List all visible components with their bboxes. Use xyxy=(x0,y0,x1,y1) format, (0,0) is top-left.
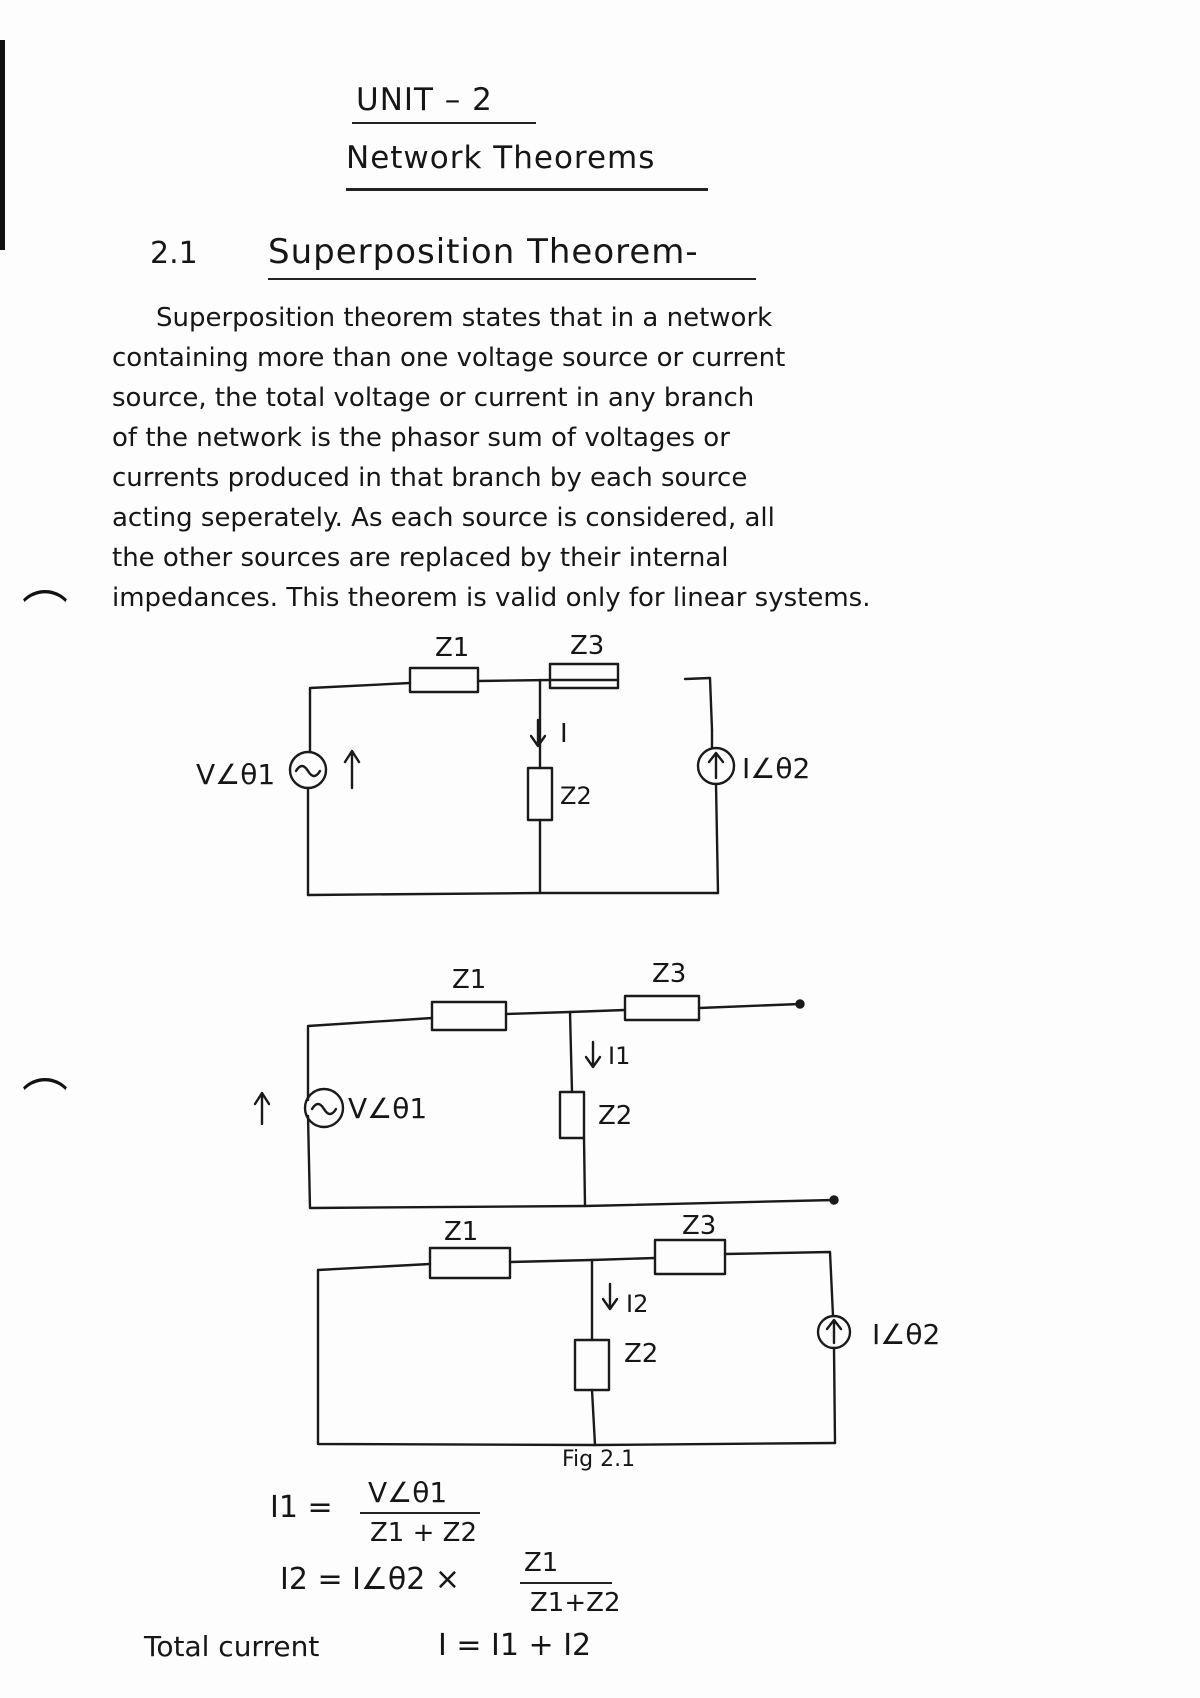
resistor-z3 xyxy=(623,994,701,1022)
wire xyxy=(504,1008,627,1016)
wire xyxy=(316,1268,837,1447)
i2-lhs: I2 = I∠θ2 × xyxy=(280,1562,460,1597)
voltage-direction-arrow-icon xyxy=(343,749,361,790)
terminal-node xyxy=(795,999,805,1009)
paragraph-line: currents produced in that branch by each… xyxy=(112,463,748,493)
i1-denominator: Z1 + Z2 xyxy=(370,1518,478,1548)
figure-caption: Fig 2.1 xyxy=(562,1447,635,1472)
label-z3: Z3 xyxy=(570,631,604,661)
unit-title: UNIT – 2 xyxy=(356,82,493,118)
label-current-source: I∠θ2 xyxy=(872,1318,940,1351)
section-number: 2.1 xyxy=(150,236,198,271)
current-arrow-icon xyxy=(529,718,547,748)
i1-numerator: V∠θ1 xyxy=(368,1476,448,1509)
i2-denominator: Z1+Z2 xyxy=(530,1588,621,1618)
total-current-label: Total current xyxy=(144,1630,320,1663)
label-current: I xyxy=(560,719,568,749)
wire xyxy=(306,1016,434,1102)
chapter-title: Network Theorems xyxy=(346,140,656,176)
wire xyxy=(683,676,714,732)
current-source-arrow-icon xyxy=(707,751,725,780)
resistor-z1 xyxy=(428,1246,512,1280)
resistor-z2 xyxy=(573,1338,611,1392)
punch-hole-mark: ⌒ xyxy=(22,586,68,640)
label-voltage-source: V∠θ1 xyxy=(348,1092,427,1125)
label-current: I2 xyxy=(626,1290,648,1318)
circuit-1 xyxy=(288,662,736,897)
wire xyxy=(590,1388,597,1447)
wire xyxy=(306,1114,836,1210)
voltage-direction-arrow-icon xyxy=(253,1091,271,1126)
section-title: Superposition Theorem- xyxy=(268,232,699,272)
page-binding-edge xyxy=(0,40,5,250)
chapter-title-underline xyxy=(346,188,708,191)
paragraph-line: source, the total voltage or current in … xyxy=(112,383,755,413)
voltage-source-symbol xyxy=(303,1087,345,1129)
wire xyxy=(723,1250,835,1318)
wire xyxy=(582,1136,587,1208)
resistor-z2 xyxy=(526,766,554,822)
current-arrow-icon xyxy=(601,1282,619,1311)
paragraph-line: the other sources are replaced by their … xyxy=(112,543,729,573)
resistor-z3 xyxy=(653,1238,727,1276)
resistor-z2 xyxy=(558,1090,586,1140)
wire xyxy=(306,891,720,897)
wire xyxy=(316,1262,432,1272)
wire xyxy=(308,681,412,692)
wire xyxy=(832,1346,837,1445)
label-z3: Z3 xyxy=(652,959,686,989)
label-current-source: I∠θ2 xyxy=(742,752,810,785)
ac-wave-icon xyxy=(310,1102,338,1116)
current-source-arrow-icon xyxy=(825,1318,843,1345)
paragraph-line: Superposition theorem states that in a n… xyxy=(156,303,773,333)
wire xyxy=(508,1256,657,1264)
paragraph-line: containing more than one voltage source … xyxy=(112,343,786,373)
wire xyxy=(476,678,552,683)
wire xyxy=(568,1010,574,1094)
label-z2: Z2 xyxy=(624,1339,658,1369)
paragraph-line: impedances. This theorem is valid only f… xyxy=(112,583,871,613)
paragraph-line: of the network is the phasor sum of volt… xyxy=(112,423,730,453)
resistor-z1 xyxy=(430,1000,508,1032)
label-z3: Z3 xyxy=(682,1211,716,1241)
label-z1: Z1 xyxy=(444,1217,478,1247)
total-current-equation: I = I1 + I2 xyxy=(438,1628,592,1663)
paragraph-line: acting seperately. As each source is con… xyxy=(112,503,775,533)
current-arrow-icon xyxy=(584,1040,602,1069)
label-z2: Z2 xyxy=(598,1101,632,1131)
i2-numerator: Z1 xyxy=(524,1548,559,1578)
theorem-statement: Superposition theorem states that in a n… xyxy=(112,298,1192,618)
label-z1: Z1 xyxy=(435,633,469,663)
label-z2: Z2 xyxy=(560,782,592,810)
wire xyxy=(697,1002,802,1010)
circuit-3 xyxy=(316,1238,852,1447)
i1-lhs: I1 = xyxy=(270,1490,333,1525)
resistor-z1 xyxy=(408,666,480,694)
terminal-node xyxy=(829,1195,839,1205)
label-current: I1 xyxy=(608,1042,630,1070)
label-voltage-source: V∠θ1 xyxy=(196,758,275,791)
punch-hole-mark: ⌒ xyxy=(22,1074,68,1128)
wire xyxy=(714,782,720,895)
circuit-2 xyxy=(253,994,839,1210)
i2-fraction-bar xyxy=(520,1582,612,1584)
unit-title-underline xyxy=(352,122,536,124)
section-title-underline xyxy=(268,278,756,280)
i1-fraction-bar xyxy=(360,1512,480,1514)
ac-wave-icon xyxy=(294,764,322,778)
label-z1: Z1 xyxy=(452,965,486,995)
resistor-z3 xyxy=(548,662,620,690)
